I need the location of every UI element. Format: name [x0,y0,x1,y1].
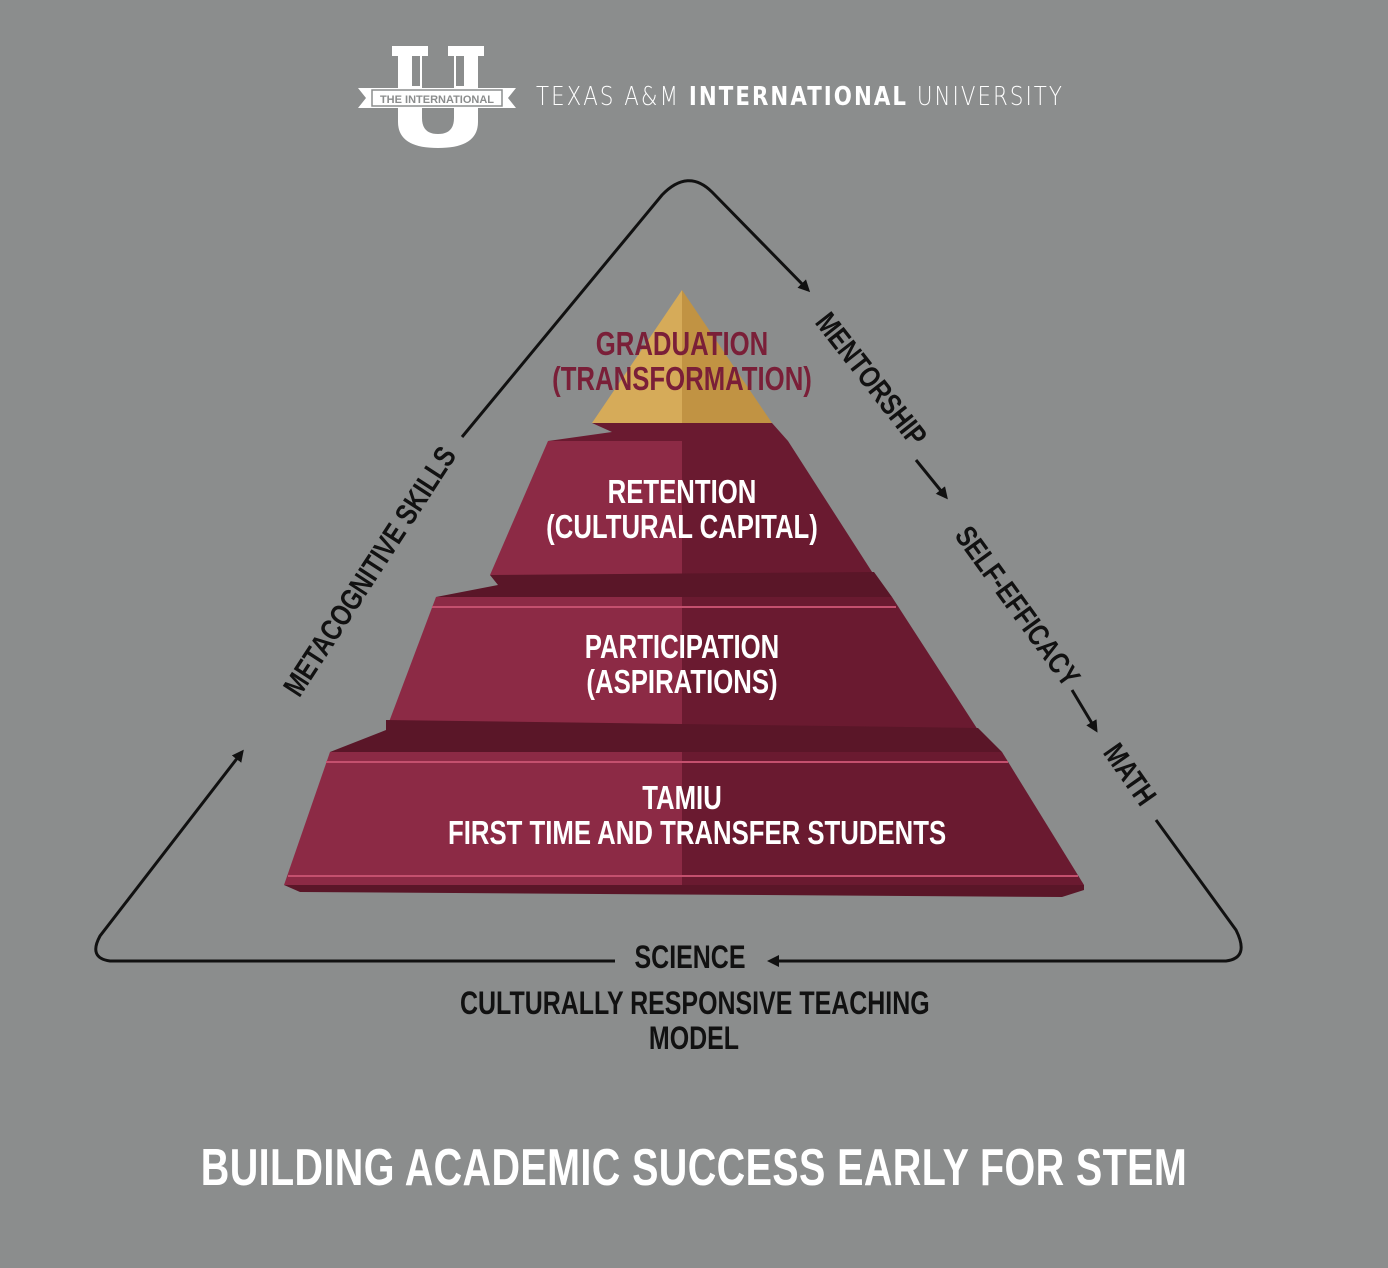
page-title: BUILDING ACADEMIC SUCCESS EARLY FOR STEM [200,1139,1188,1197]
cycle-top-line [460,179,811,438]
university-name: TEXAS A&M INTERNATIONAL UNIVERSITY [536,82,1064,112]
pyramid-tier-base [284,752,1084,897]
pyramid-tier-retention [436,441,892,597]
tier-retention-line1: RETENTION [607,473,757,510]
pyramid [284,290,1084,897]
tier-base-line2: FIRST TIME AND TRANSFER STUDENTS [448,814,947,851]
university-name-bold: INTERNATIONAL [688,82,909,112]
cycle-loop [94,179,1243,967]
pyramid-tier-participation [330,597,1002,752]
cycle-right-line-1 [914,459,948,500]
tier-graduation-line2: (TRANSFORMATION) [552,360,812,397]
tier-base-label: TAMIU FIRST TIME AND TRANSFER STUDENTS [448,779,947,851]
teaching-model-label: CULTURALLY RESPONSIVE TEACHING MODEL [460,985,930,1056]
tier-retention-label: RETENTION (CULTURAL CAPITAL) [526,474,838,544]
science-label: SCIENCE [634,939,746,975]
pyramid-tier-graduation [548,290,788,441]
teaching-model-line2: MODEL [648,1020,740,1056]
tier-base-line1: TAMIU [642,779,722,816]
university-name-prefix: TEXAS A&M [536,82,689,112]
tier-participation-line1: PARTICIPATION [584,628,780,665]
cycle-right-line-2 [1070,689,1098,733]
tier-participation-line2: (ASPIRATIONS) [586,663,778,700]
tier-graduation-label: GRADUATION (TRANSFORMATION) [526,326,838,396]
university-name-suffix: UNIVERSITY [908,82,1064,112]
tier-participation-label: PARTICIPATION (ASPIRATIONS) [526,629,838,699]
cycle-left-lower-line [94,749,615,963]
tamiu-logo: THE INTERNATIONAL [358,46,516,148]
cycle-right-lower-line [767,819,1243,967]
teaching-model-line1: CULTURALLY RESPONSIVE TEACHING [460,985,930,1021]
tier-retention-line2: (CULTURAL CAPITAL) [546,508,818,545]
tier-graduation-line1: GRADUATION [595,325,769,362]
logo-badge-text: THE INTERNATIONAL [380,94,494,106]
